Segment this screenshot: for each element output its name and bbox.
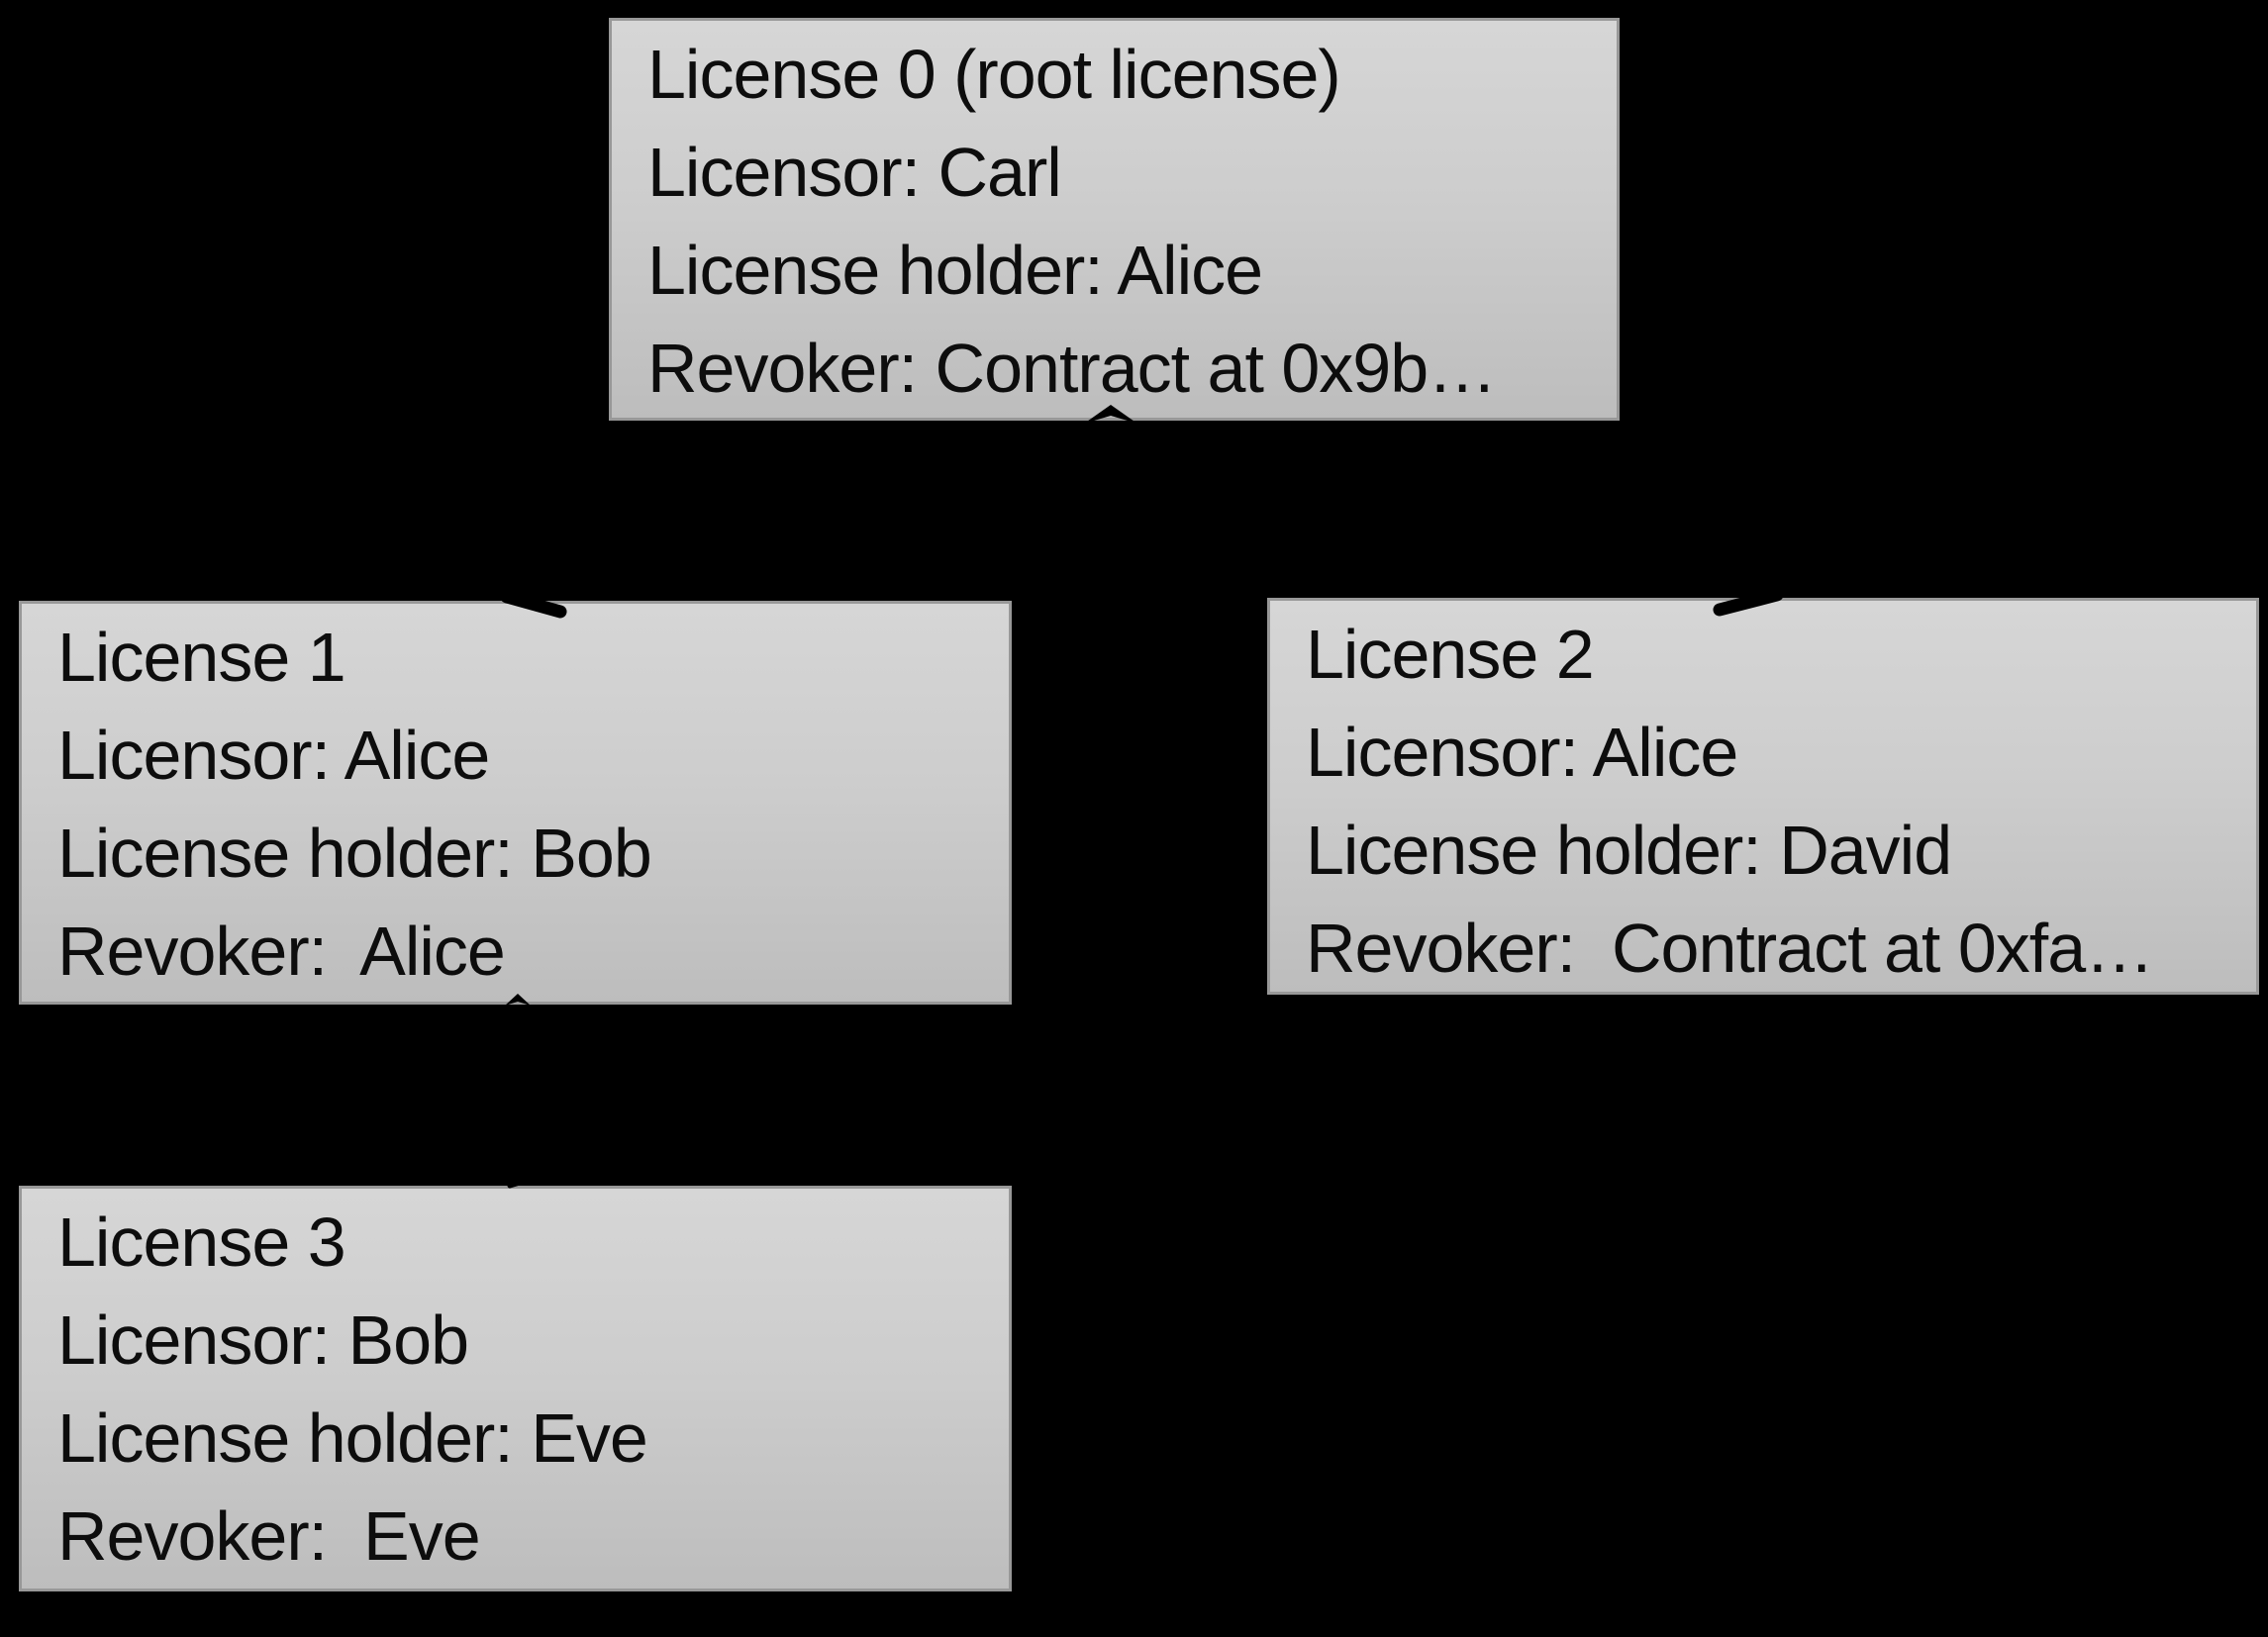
license-3-holder: License holder: Eve bbox=[57, 1399, 648, 1477]
node-license-2: License 2 Licensor: Alice License holder… bbox=[1267, 598, 2259, 995]
license-0-licensor: Licensor: Carl bbox=[647, 134, 1062, 211]
license-3-revoker: Revoker: Eve bbox=[57, 1497, 481, 1575]
node-license-1: License 1 Licensor: Alice License holder… bbox=[19, 601, 1012, 1005]
license-0-title: License 0 (root license) bbox=[647, 36, 1341, 113]
license-0-holder: License holder: Alice bbox=[647, 232, 1263, 309]
node-license-0: License 0 (root license) Licensor: Carl … bbox=[609, 18, 1620, 421]
license-1-revoker: Revoker: Alice bbox=[57, 913, 506, 990]
license-1-licensor: Licensor: Alice bbox=[57, 717, 490, 794]
license-2-revoker: Revoker: Contract at 0xfa… bbox=[1306, 910, 2154, 987]
node-license-3: License 3 Licensor: Bob License holder: … bbox=[19, 1186, 1012, 1591]
license-3-licensor: Licensor: Bob bbox=[57, 1301, 469, 1379]
license-2-licensor: Licensor: Alice bbox=[1306, 714, 1738, 791]
license-2-holder: License holder: David bbox=[1306, 812, 1952, 889]
license-0-revoker: Revoker: Contract at 0x9b… bbox=[647, 330, 1497, 407]
license-3-title: License 3 bbox=[57, 1204, 346, 1281]
license-1-holder: License holder: Bob bbox=[57, 815, 652, 892]
license-2-title: License 2 bbox=[1306, 616, 1595, 693]
license-1-title: License 1 bbox=[57, 619, 346, 696]
